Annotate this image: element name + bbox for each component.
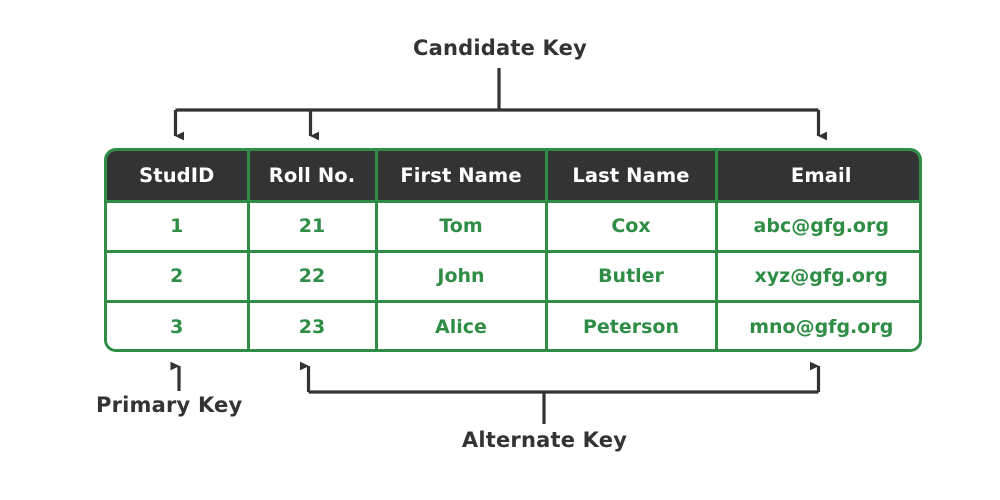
- cell-studid: 1: [107, 199, 248, 251]
- cell-email: mno@gfg.org: [714, 299, 919, 349]
- cell-last-name: Peterson: [544, 299, 716, 349]
- table-row: 1 21 Tom Cox abc@gfg.org: [107, 199, 919, 251]
- cell-rollno: 22: [246, 249, 376, 301]
- column-header-email[interactable]: Email: [714, 151, 919, 201]
- cell-first-name: Tom: [374, 199, 546, 251]
- cell-studid: 3: [107, 299, 248, 349]
- cell-first-name: John: [374, 249, 546, 301]
- cell-first-name: Alice: [374, 299, 546, 349]
- table-row: 3 23 Alice Peterson mno@gfg.org: [107, 299, 919, 349]
- primary-key-label: Primary Key: [96, 393, 243, 417]
- cell-rollno: 23: [246, 299, 376, 349]
- cell-studid: 2: [107, 249, 248, 301]
- column-header-first-name[interactable]: First Name: [374, 151, 546, 201]
- cell-email: abc@gfg.org: [714, 199, 919, 251]
- student-table: StudID Roll No. First Name Last Name Ema…: [104, 148, 922, 352]
- column-header-rollno[interactable]: Roll No.: [246, 151, 376, 201]
- cell-email: xyz@gfg.org: [714, 249, 919, 301]
- cell-last-name: Cox: [544, 199, 716, 251]
- table-header-row: StudID Roll No. First Name Last Name Ema…: [107, 151, 919, 201]
- cell-last-name: Butler: [544, 249, 716, 301]
- table-row: 2 22 John Butler xyz@gfg.org: [107, 249, 919, 301]
- candidate-key-label: Candidate Key: [413, 36, 587, 60]
- alternate-key-label: Alternate Key: [461, 428, 628, 452]
- cell-rollno: 21: [246, 199, 376, 251]
- column-header-last-name[interactable]: Last Name: [544, 151, 716, 201]
- column-header-studid[interactable]: StudID: [107, 151, 248, 201]
